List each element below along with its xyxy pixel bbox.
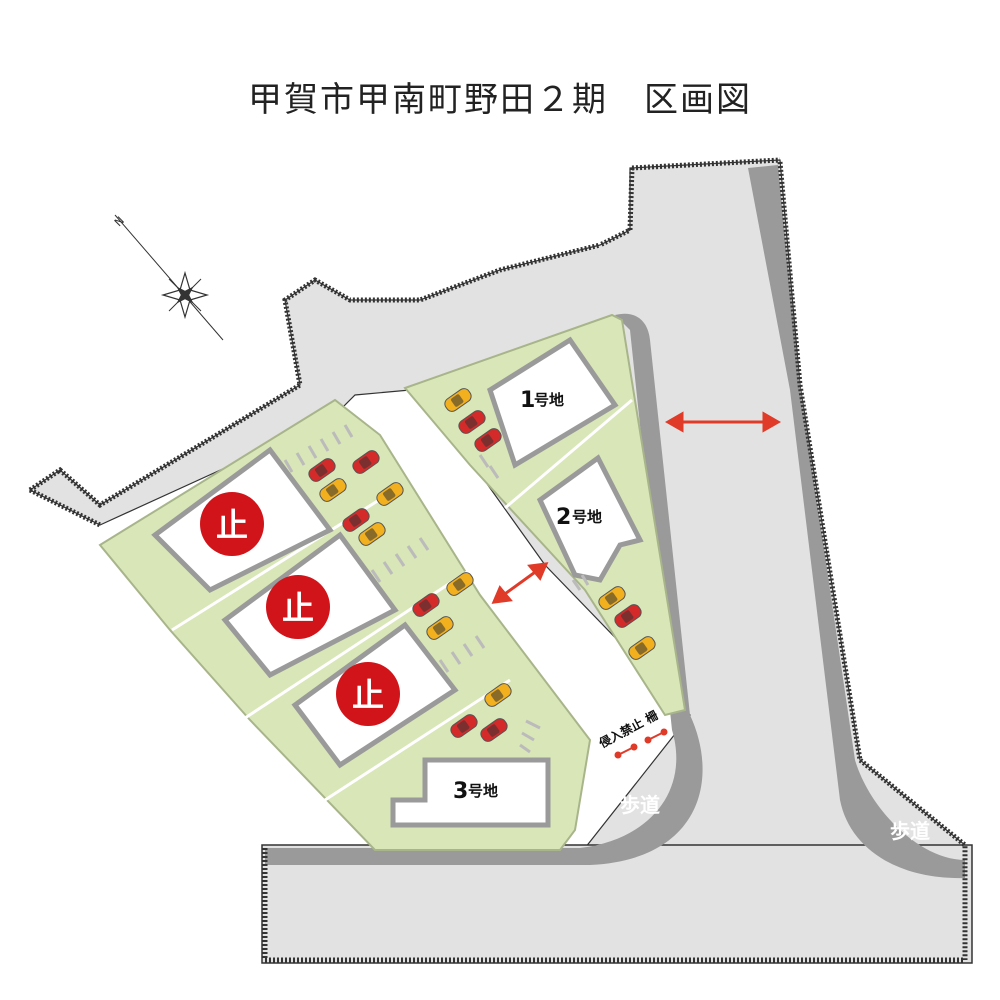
stop-marks: 止 止 止: [200, 492, 400, 726]
svg-text:止: 止: [216, 506, 248, 544]
parking-stripes: [283, 424, 590, 754]
page-title: 甲賀市甲南町野田２期 区画図: [248, 80, 752, 120]
lot-labels: 1 号地 2 号地 3 号地: [453, 388, 602, 804]
fence: [614, 728, 668, 759]
svg-text:号地: 号地: [534, 391, 564, 409]
houses: [151, 336, 644, 828]
stop-mark-2: 止: [266, 575, 330, 639]
lot-label-3: 3 号地: [453, 779, 498, 804]
walls: [28, 157, 968, 963]
sidewalk-mid-strip: [265, 848, 580, 865]
sidewalk-label-left: 歩道: [620, 793, 660, 817]
svg-text:止: 止: [352, 676, 384, 714]
svg-text:止: 止: [282, 589, 314, 627]
svg-text:号地: 号地: [468, 782, 498, 800]
stop-mark-3: 止: [336, 662, 400, 726]
svg-text:1: 1: [520, 388, 535, 413]
svg-text:2: 2: [556, 505, 571, 530]
sidewalk-right: [748, 165, 965, 879]
house-lot1: [487, 336, 619, 469]
svg-text:号地: 号地: [572, 508, 602, 526]
compass-icon: N: [112, 214, 224, 341]
sidewalk-left-curve: [265, 313, 703, 865]
sidewalk-label-right: 歩道: [890, 819, 930, 843]
lot-label-2: 2 号地: [556, 505, 602, 530]
no-entry-sign: 侵入禁止 柵: [595, 707, 660, 751]
stop-mark-1: 止: [200, 492, 264, 556]
house-lot2: [536, 454, 644, 583]
svg-text:3: 3: [453, 779, 468, 804]
house-lot3: [390, 757, 551, 828]
sidewalks: [265, 165, 965, 879]
width-arrows: [491, 411, 782, 604]
lot-label-1: 1 号地: [520, 388, 564, 413]
